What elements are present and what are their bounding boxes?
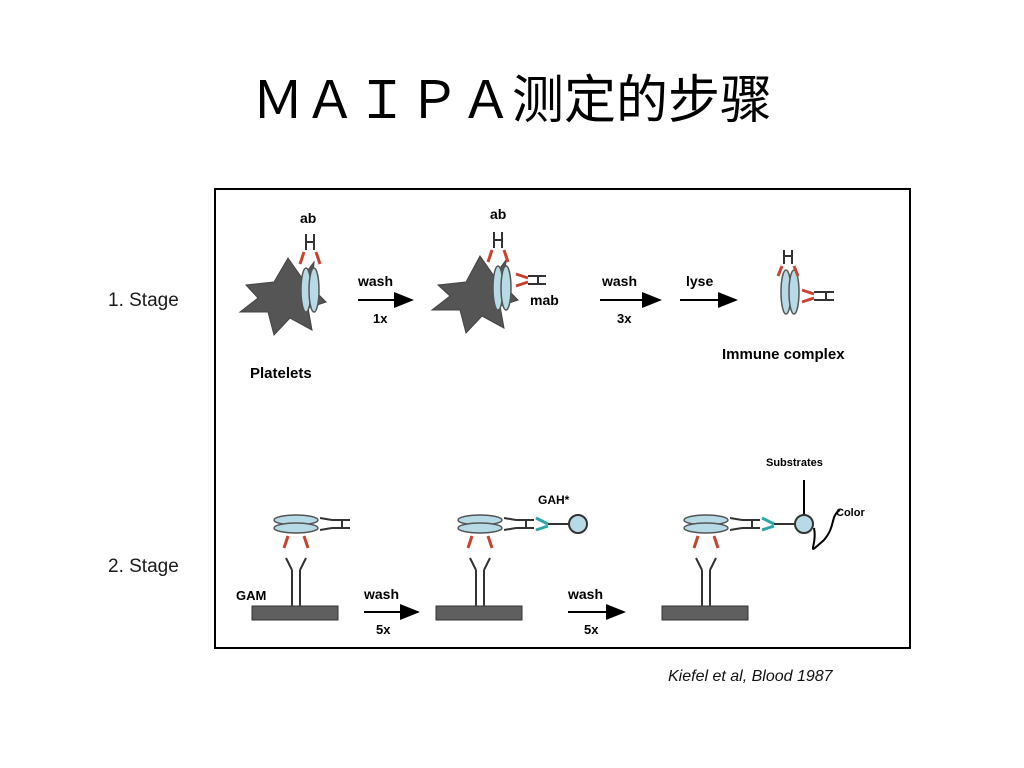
stage2-step1-bottom: 5x [376,622,391,637]
gam-label: GAM [236,588,266,603]
stage2-step2-top: wash [567,586,603,602]
substrates-label: Substrates [766,457,823,469]
stage2-complex-3 [683,480,841,606]
gah-label: GAH* [538,493,570,507]
stage2-step2-bottom: 5x [584,622,599,637]
stage1-step1-bottom: 1x [373,311,388,326]
maipa-diagram: ab Platelets wash 1x ab mab wash 3x ly [214,188,911,649]
color-label: Color [836,507,865,519]
glycoprotein-receptor-2 [492,265,512,311]
plate-well-2 [435,605,523,621]
ab-antibody-1 [298,234,322,265]
platelets-label: Platelets [250,365,312,382]
stage1-step2-top: wash [601,273,637,289]
stage2-step1-top: wash [363,586,399,602]
mab-label: mab [530,292,559,308]
immune-complex [776,250,834,315]
ab-label-1: ab [300,210,316,226]
citation: Kiefel et al, Blood 1987 [668,668,833,685]
stage2-complex-1 [273,514,350,606]
immune-complex-label: Immune complex [722,346,845,363]
plate-well-3 [661,605,749,621]
stage1-step3-top: lyse [686,273,713,289]
plate-well-1 [251,605,339,621]
glycoprotein-receptor-1 [300,267,320,313]
ab-antibody-2 [486,232,510,263]
ab-label-2: ab [490,206,506,222]
diagram-canvas: ab Platelets wash 1x ab mab wash 3x ly [236,206,865,637]
stage1-step1-top: wash [357,273,393,289]
stage2-complex-2 [457,514,588,606]
stage1-label: 1. Stage [108,290,179,311]
stage1-step2-bottom: 3x [617,311,632,326]
mab-antibody-1 [515,272,546,288]
stage2-label: 2. Stage [108,556,179,577]
slide-title: ＭＡＩＰＡ测定的步骤 [251,71,772,131]
